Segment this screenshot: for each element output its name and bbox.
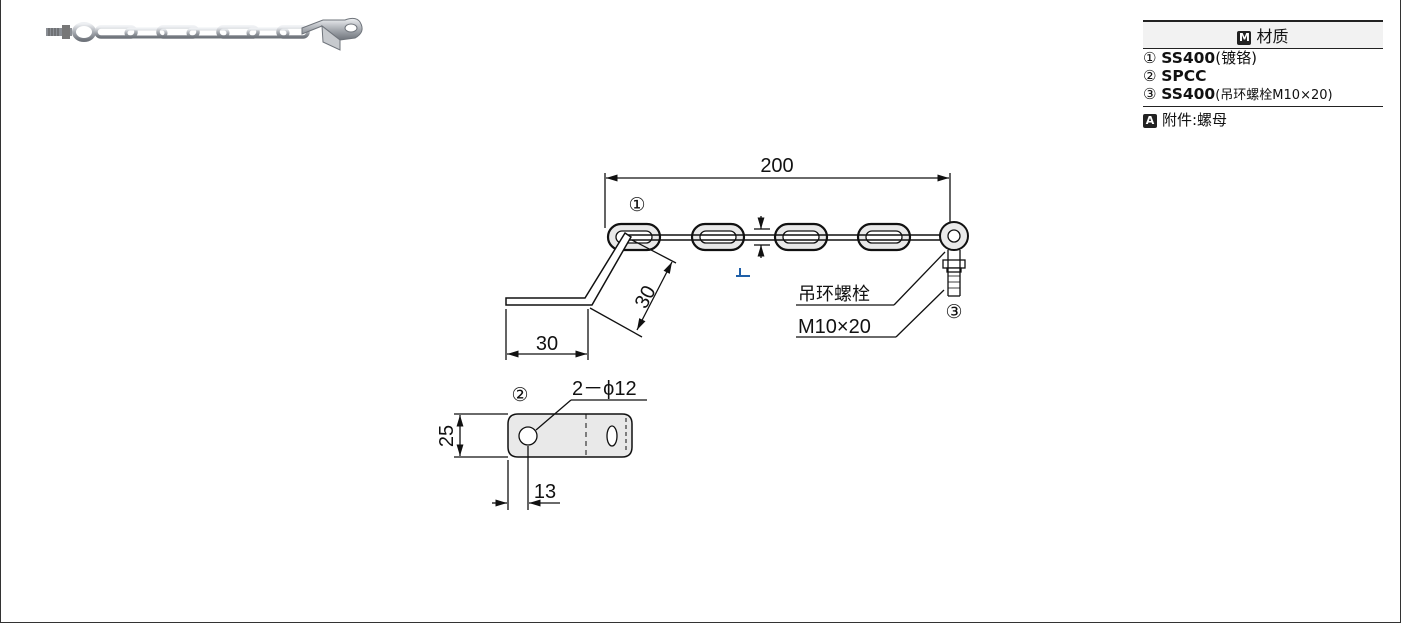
material-name: SS400 (1161, 85, 1216, 103)
material-header-text: 材质 (1256, 27, 1289, 46)
material-table-rule (1143, 106, 1383, 107)
attachment-note: A 附件:螺母 (1143, 111, 1383, 129)
part2-label: ② (511, 384, 528, 406)
material-row: ② SPCC (1143, 67, 1383, 85)
part3-label: ③ (945, 301, 962, 323)
material-badge: M (1237, 31, 1252, 45)
dim-bend-base: 30 (536, 333, 558, 355)
material-table-header: M 材质 (1143, 20, 1383, 49)
thickness-mark (736, 268, 750, 277)
row-number: ① (1143, 49, 1157, 67)
dim-plate-height: 25 (436, 425, 458, 447)
row-number: ③ (1143, 85, 1157, 103)
material-row: ① SS400(镀铬) (1143, 49, 1383, 67)
material-name: SPCC (1161, 67, 1207, 85)
product-photo (46, 17, 363, 51)
material-note: (吊环螺栓M10×20) (1215, 88, 1333, 103)
plate-hole-label: 2－ϕ12 (572, 378, 637, 400)
row-number: ② (1143, 67, 1157, 85)
attachment-badge: A (1143, 114, 1157, 128)
dim-hole-offset: 13 (534, 481, 556, 503)
dim-total-length: 200 (760, 155, 793, 177)
part1-label: ① (628, 194, 645, 216)
attachment-text: 附件:螺母 (1162, 111, 1228, 129)
material-note: (镀铬) (1215, 49, 1257, 67)
dim-bend-height: 30 (631, 282, 661, 312)
material-name: SS400 (1161, 49, 1216, 67)
eyebolt-size: M10×20 (798, 316, 871, 338)
eyebolt-name: 吊环螺栓 (798, 284, 870, 305)
material-row: ③ SS400(吊环螺栓M10×20) (1143, 85, 1383, 105)
